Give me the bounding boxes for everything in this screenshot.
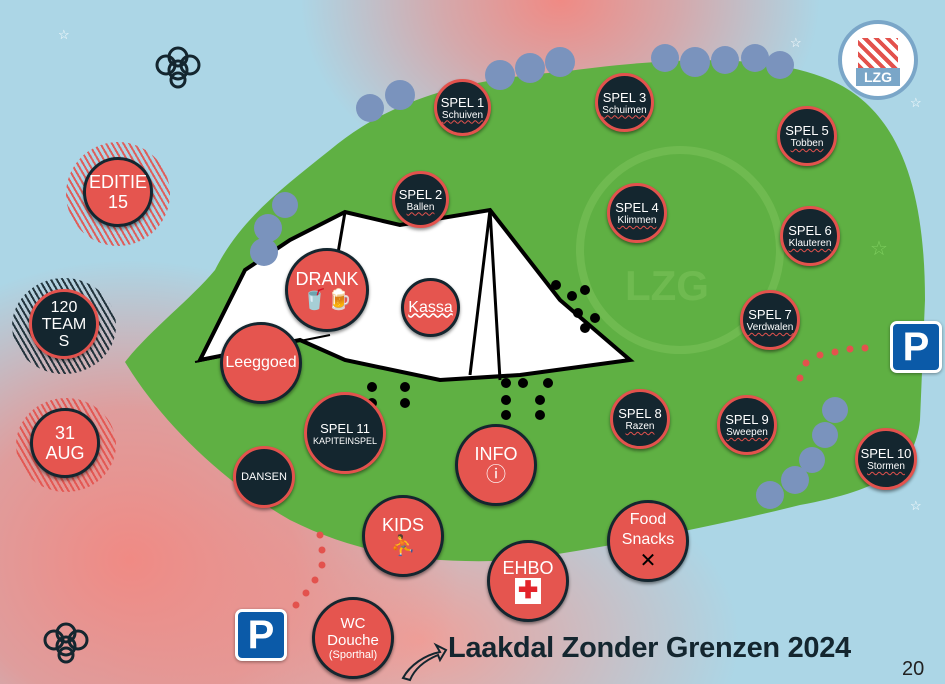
cutlery-icon: ✕ [639, 550, 657, 572]
svg-text:LZG: LZG [625, 262, 709, 309]
drank[interactable]: DRANK🥤🍺 [285, 248, 369, 332]
trees [250, 44, 848, 509]
star-icon: ☆ [790, 35, 802, 50]
arrow-icon [401, 642, 448, 682]
parking-sign: P [890, 321, 942, 373]
flower-icon [43, 46, 201, 664]
dots-decoration [367, 280, 600, 420]
first-aid-icon: ✚ [515, 578, 541, 604]
dansen[interactable]: DANSEN [233, 446, 295, 508]
kids[interactable]: KIDS⛹ [362, 495, 444, 577]
page-number: 20 [902, 658, 925, 680]
drink-icon: 🥤🍺 [302, 289, 352, 311]
star-icon: ☆ [58, 27, 70, 42]
page-title: Laakdal Zonder Grenzen 2024 [448, 632, 851, 664]
star-icon: ☆ [910, 95, 922, 110]
info-icon: ⓘ [486, 464, 506, 486]
parking-sign: P [235, 609, 287, 661]
lzg-watermark: LZG [576, 146, 784, 354]
star-icon: ☆ [870, 238, 888, 260]
lzg-logo: LZG [838, 20, 918, 100]
ehbo[interactable]: EHBO✚ [487, 540, 569, 622]
leeggoed[interactable]: Leeggoed [220, 322, 302, 404]
slide-icon: ⛹ [390, 535, 416, 557]
star-icon: ☆ [910, 498, 922, 513]
kassa[interactable]: Kassa [401, 278, 460, 337]
path-dots [292, 344, 869, 609]
